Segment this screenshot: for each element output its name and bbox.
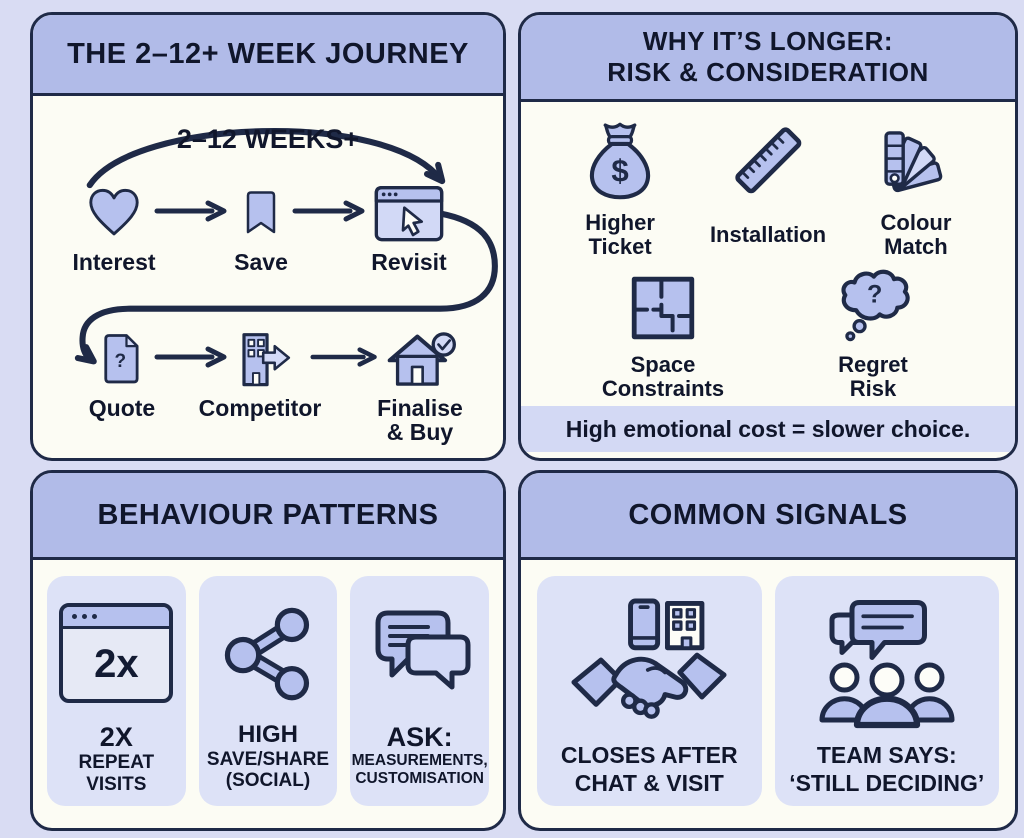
thought-cloud-question-icon: ? (830, 264, 916, 348)
journey-step-save: Save (201, 180, 321, 274)
step-label: Revisit (371, 249, 447, 275)
journey-step-revisit: Revisit (349, 180, 469, 274)
journey-title: THE 2–12+ WEEK JOURNEY (67, 37, 469, 70)
arrow-right-icon (310, 347, 377, 367)
panel-journey: THE 2–12+ WEEK JOURNEY 2–12 WEEKS+ Inter… (30, 12, 506, 461)
handshake-phone-building-icon (569, 592, 729, 738)
team-discussion-icon (812, 592, 962, 738)
journey-body: 2–12 WEEKS+ Interest Save (33, 96, 503, 452)
risk-title-line1: WHY IT’S LONGER: (642, 26, 894, 57)
browser-2x-badge: 2x (94, 641, 139, 686)
risk-title-line2: RISK & CONSIDERATION (607, 57, 929, 87)
step-label: Competitor (198, 395, 322, 421)
signals-cards: CLOSES AFTER CHAT & VISIT (521, 560, 1015, 822)
behaviour-header: BEHAVIOUR PATTERNS (33, 473, 503, 560)
journey-step-interest: Interest (54, 180, 174, 274)
arrow-right-icon (292, 200, 365, 222)
signals-title: COMMON SIGNALS (628, 498, 908, 531)
svg-text:?: ? (867, 281, 882, 309)
heart-icon (83, 180, 145, 246)
floorplan-icon (623, 264, 703, 348)
card-ask-questions: ASK: MEASUREMENTS, CUSTOMISATION (350, 576, 489, 806)
share-icon (216, 592, 320, 714)
ruler-icon (722, 116, 814, 206)
journey-step-finalise: Finalise & Buy (360, 326, 480, 444)
panel-signals: COMMON SIGNALS (518, 470, 1018, 831)
risk-footer-text: High emotional cost = slower choice. (565, 415, 971, 442)
risk-item-label: Installation (709, 222, 827, 248)
house-check-icon (382, 326, 458, 392)
signals-header: COMMON SIGNALS (521, 473, 1015, 560)
behaviour-cards: 2x 2X REPEAT VISITS (33, 560, 503, 822)
arrow-right-icon (154, 346, 227, 368)
journey-duration-label: 2–12 WEEKS+ (176, 124, 360, 154)
card-closes-after: CLOSES AFTER CHAT & VISIT (537, 576, 762, 806)
step-label: Save (234, 249, 288, 275)
card-label: 2X REPEAT VISITS (78, 722, 155, 795)
journey-step-quote: ? Quote (62, 326, 182, 420)
risk-footer-strip: High emotional cost = slower choice. (521, 406, 1015, 452)
card-save-share: HIGH SAVE/SHARE (SOCIAL) (198, 576, 338, 806)
step-label: Quote (88, 395, 156, 421)
colour-swatches-icon (869, 116, 963, 206)
card-label: ASK: MEASUREMENTS, CUSTOMISATION (351, 722, 488, 787)
browser-cursor-icon (372, 180, 446, 246)
panel-risk: WHY IT’S LONGER: RISK & CONSIDERATION $ (518, 12, 1018, 461)
money-bag-icon: $ (579, 116, 661, 206)
bookmark-icon (236, 180, 286, 246)
card-label: CLOSES AFTER CHAT & VISIT (560, 742, 738, 796)
journey-header: THE 2–12+ WEEK JOURNEY (33, 15, 503, 96)
svg-text:?: ? (114, 351, 126, 372)
panel-behaviour: BEHAVIOUR PATTERNS 2x 2X REPEAT VISITS (30, 470, 506, 831)
step-label: Interest (72, 249, 156, 275)
card-repeat-visits: 2x 2X REPEAT VISITS (47, 576, 186, 806)
card-label: TEAM SAYS: ‘STILL DECIDING’ (789, 742, 985, 796)
arrow-right-icon (154, 200, 227, 222)
chat-bubbles-icon (362, 592, 478, 714)
card-label: HIGH SAVE/SHARE (SOCIAL) (206, 721, 330, 792)
card-team-deciding: TEAM SAYS: ‘STILL DECIDING’ (774, 576, 999, 806)
step-label: Finalise & Buy (377, 395, 463, 446)
svg-text:$: $ (611, 154, 628, 189)
risk-header: WHY IT’S LONGER: RISK & CONSIDERATION (521, 15, 1015, 102)
journey-step-competitor: Competitor (198, 326, 322, 421)
risk-item-installation: Installation (689, 116, 847, 264)
behaviour-title: BEHAVIOUR PATTERNS (97, 498, 439, 531)
browser-2x-icon: 2x (59, 592, 174, 714)
document-question-icon: ? (94, 326, 150, 392)
building-arrow-icon (224, 326, 296, 392)
